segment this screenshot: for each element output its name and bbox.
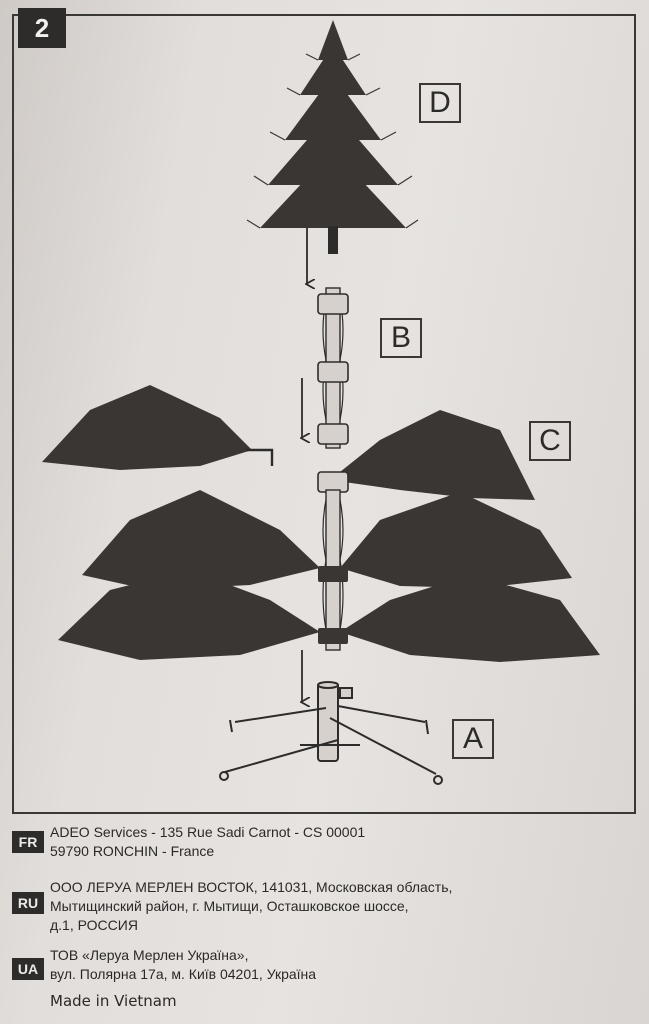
lower-pole-section-c [317, 471, 349, 651]
address-line: 59790 RONCHIN - France [50, 843, 215, 859]
tree-top-needles [246, 53, 419, 229]
label-d: D [419, 83, 461, 123]
label-b: B [380, 318, 422, 358]
loose-branch-left [42, 385, 274, 470]
lower-tier-branches [58, 490, 600, 662]
middle-pole-section-b [317, 287, 349, 449]
address-ua-lines: ТОВ «Леруа Мерлен Україна», вул. Полярна… [50, 946, 316, 984]
address-line: Мытищинский район, г. Мытищи, Осташковск… [50, 898, 409, 914]
address-line: ТОВ «Леруа Мерлен Україна», [50, 947, 249, 963]
tree-top-section-d [260, 20, 406, 254]
address-ru-lines: ООО ЛЕРУА МЕРЛЕН ВОСТОК, 141031, Московс… [50, 878, 452, 935]
address-fr-lines: ADEO Services - 135 Rue Sadi Carnot - CS… [50, 823, 365, 861]
made-in-text: Made in Vietnam [50, 992, 177, 1010]
address-line: д.1, РОССИЯ [50, 917, 138, 933]
address-line: ADEO Services - 135 Rue Sadi Carnot - CS… [50, 824, 366, 840]
assembly-diagram [42, 20, 600, 785]
address-line: ООО ЛЕРУА МЕРЛЕН ВОСТОК, 141031, Московс… [50, 879, 453, 895]
tree-stand-a [219, 681, 443, 785]
country-badge-fr: FR [12, 831, 44, 853]
country-badge-ru: RU [12, 892, 44, 914]
branch-right-section-c [330, 410, 535, 500]
address-line: вул. Полярна 17а, м. Київ 04201, Україна [50, 966, 317, 982]
label-a: A [452, 719, 494, 759]
step-number-badge: 2 [18, 8, 66, 48]
diagram-frame [12, 14, 636, 814]
country-badge-ua: UA [12, 958, 44, 980]
label-c: C [529, 421, 571, 461]
